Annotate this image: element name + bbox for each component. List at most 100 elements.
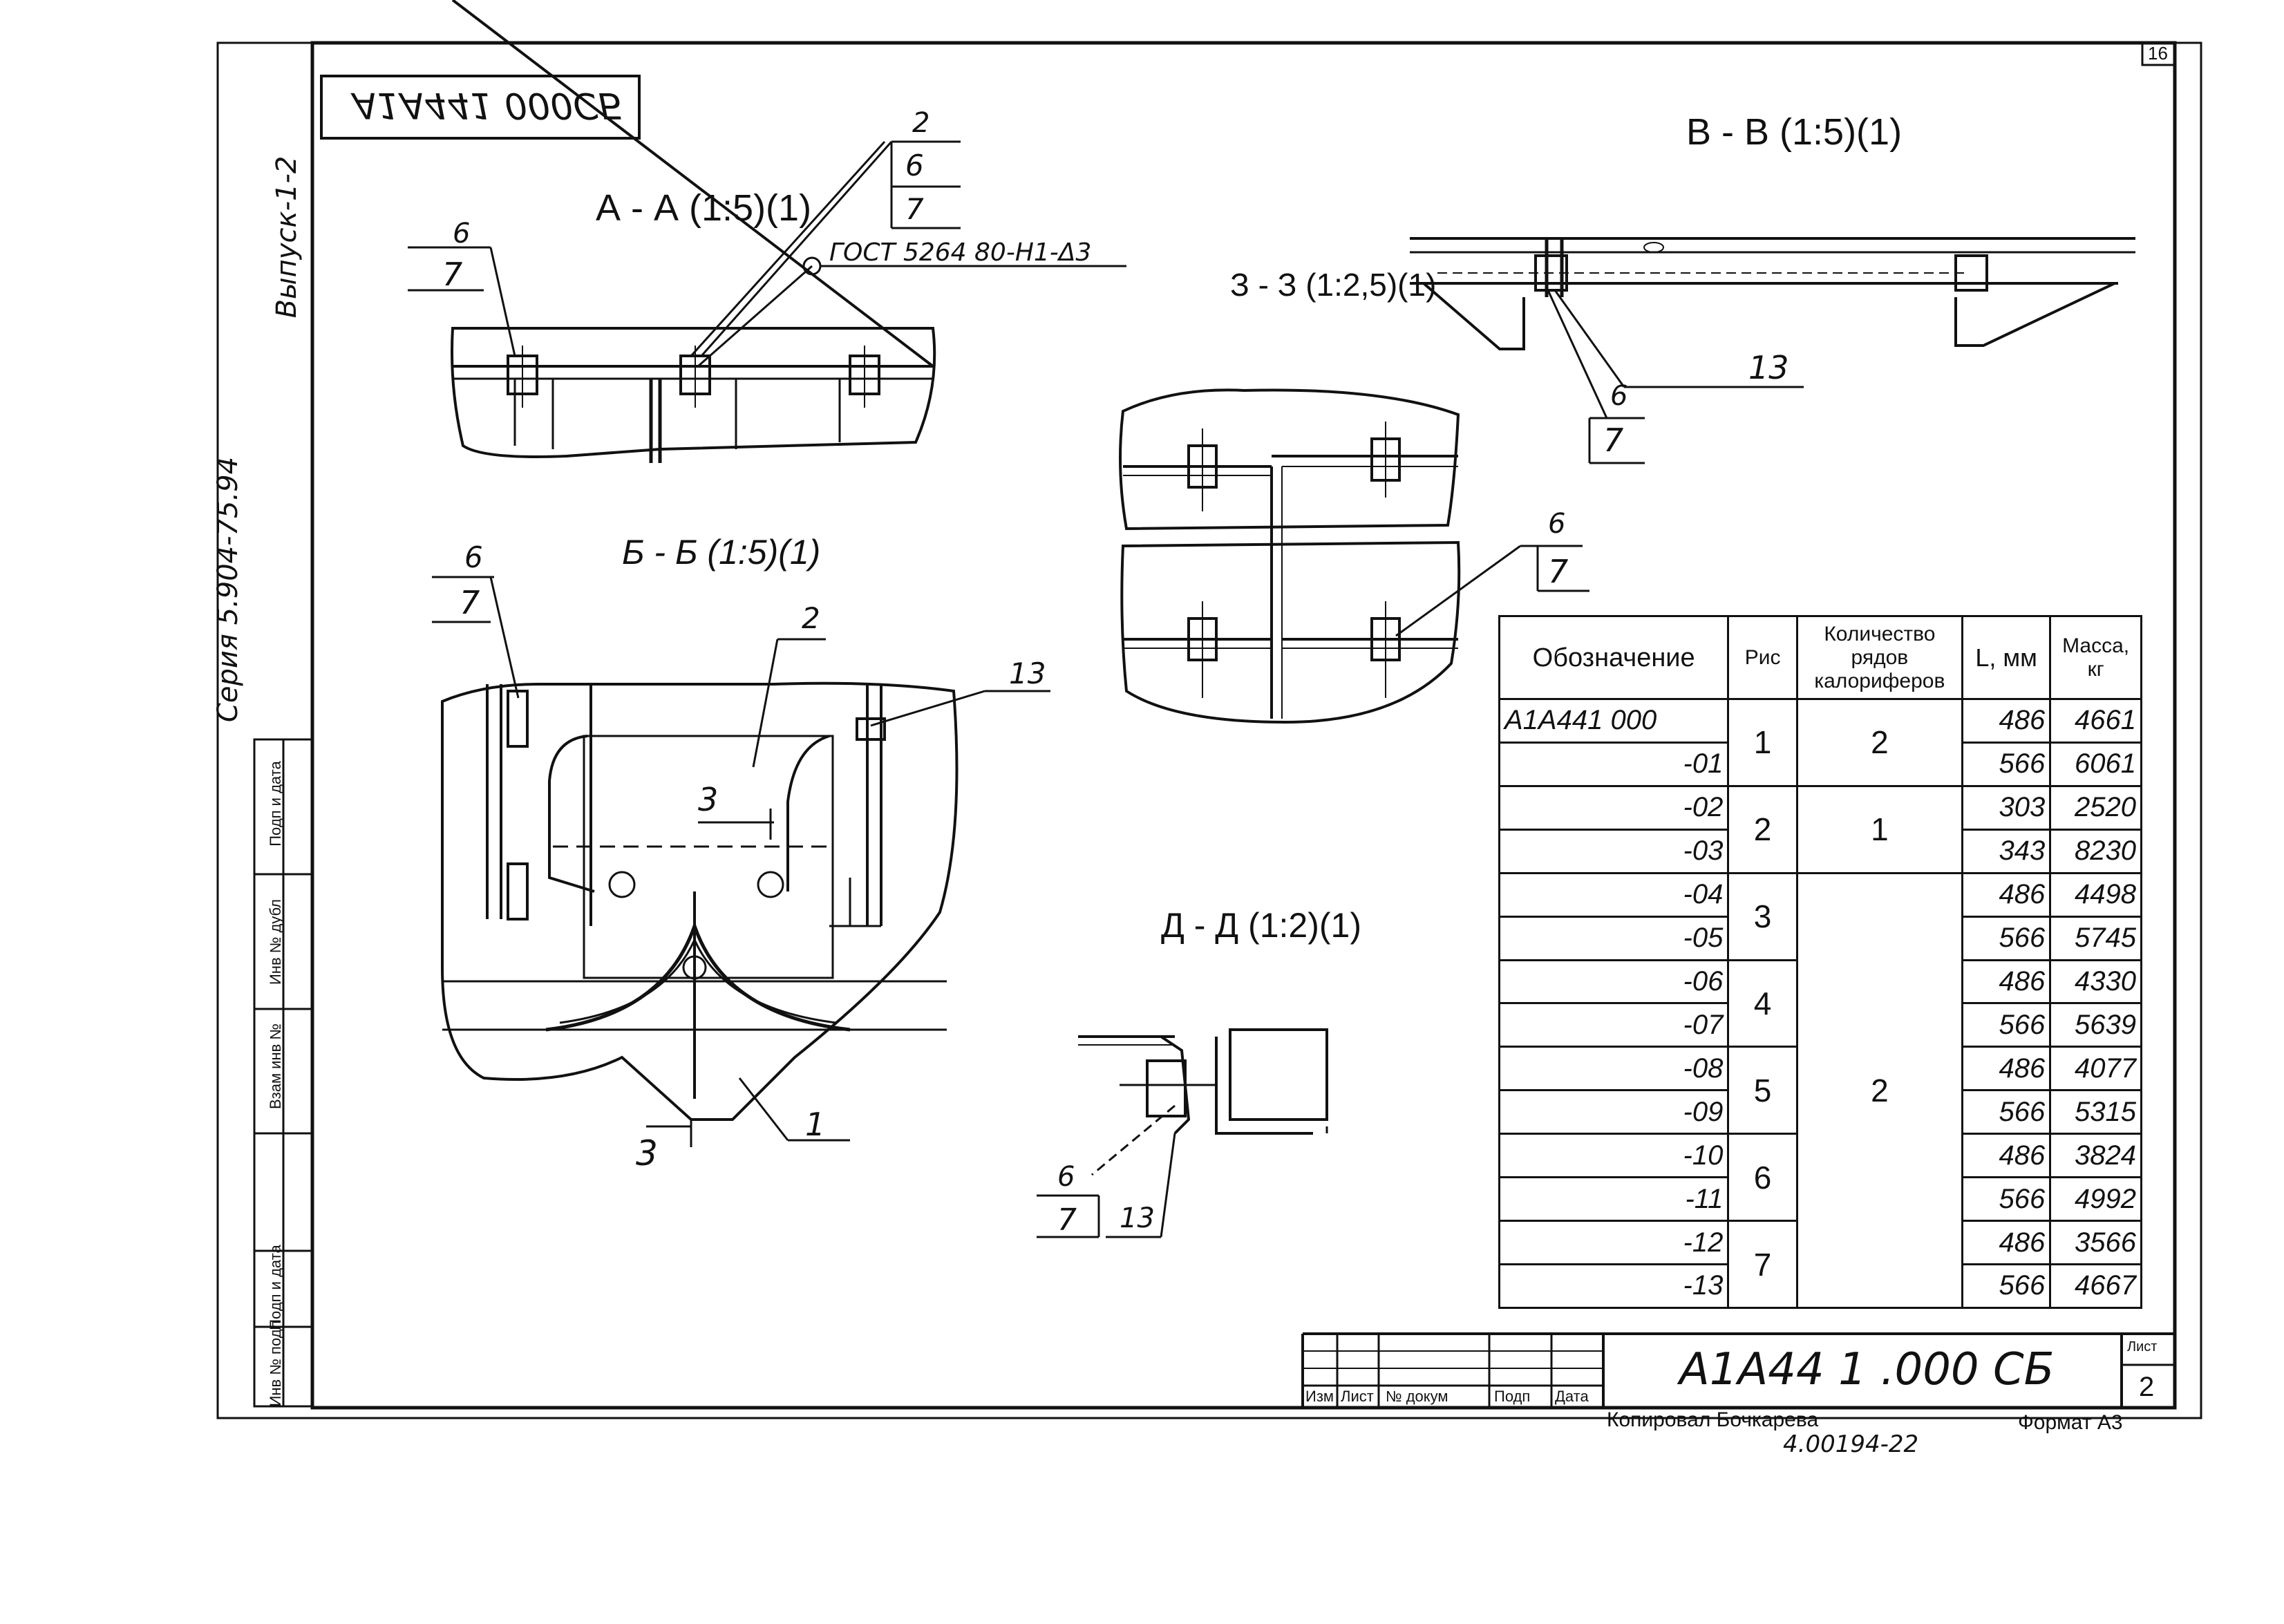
designation-cell: А1А441 000 (1498, 698, 1730, 744)
rows-cell: 1 (1795, 784, 1963, 874)
table-row: -02 2 1 303 2520 (1498, 784, 2142, 874)
mass-cell: 4330 (2049, 959, 2142, 1005)
L-cell: 566 (1961, 1263, 2052, 1310)
stamp-col-izm: Изм (1305, 1388, 1334, 1405)
callout-bb-left-7: 7 (460, 584, 480, 621)
mass-cell: 5639 (2049, 1002, 2142, 1048)
col-fig: Рис (1727, 615, 1798, 700)
stamp-col-sign: Подп (1494, 1388, 1531, 1405)
mass-cell: 4498 (2049, 871, 2142, 918)
code-box (320, 75, 641, 140)
L-cell: 486 (1961, 1046, 2052, 1092)
weld-note: ГОСТ 5264 80-Н1-Δ3 (829, 238, 1092, 267)
sheet-number: 2 (2139, 1372, 2155, 1402)
col-L: L, мм (1961, 615, 2052, 700)
archive-number: 4.00194-22 (1783, 1431, 1919, 1458)
L-cell: 566 (1961, 1176, 2052, 1222)
designation-cell: -09 (1498, 1089, 1730, 1135)
designation-cell: -04 (1498, 871, 1730, 918)
designation-cell: -03 (1498, 828, 1730, 874)
fig-cell: 4 (1727, 959, 1798, 1048)
fig-cell: 2 (1727, 784, 1798, 874)
table-row: -05 566 5745 (1498, 915, 2142, 961)
callout-aa-right-2: 2 (912, 107, 930, 139)
L-cell: 566 (1961, 741, 2052, 787)
callout-bb-pos2: 2 (802, 601, 820, 635)
designation-cell: -06 (1498, 959, 1730, 1005)
format-label: Формат А3 (2018, 1411, 2123, 1434)
designation-cell: -10 (1498, 1133, 1730, 1179)
designation-cell: -01 (1498, 741, 1730, 787)
table-row: -03 343 8230 (1498, 828, 2142, 874)
mass-cell: 4667 (2049, 1263, 2142, 1310)
stamp-col-list: Лист (1341, 1388, 1374, 1405)
side-strip-label-2: Подп и дата (267, 1245, 284, 1330)
view-dd (1037, 1028, 1328, 1238)
mass-cell: 2520 (2049, 784, 2142, 831)
col-designation: Обозначение (1498, 615, 1730, 700)
mass-cell: 5745 (2049, 915, 2142, 961)
section-mark-3-bottom: 3 (636, 1133, 658, 1173)
col-mass: Масса, кг (2049, 615, 2142, 700)
inner-frame (310, 41, 2177, 1410)
table-row: -09 566 5315 (1498, 1089, 2142, 1135)
callout-aa-left-7: 7 (442, 256, 463, 293)
table-row: -04 3 2 486 4498 (1498, 871, 2142, 1310)
callout-dd-6: 6 (1057, 1161, 1075, 1193)
fig-cell: 7 (1727, 1220, 1798, 1309)
sheet-label: Лист (2127, 1339, 2158, 1354)
view-vv-title: В - В (1:5)(1) (1686, 111, 1903, 153)
side-strip-label-5: Подп и дата (267, 761, 284, 847)
page-number: 16 (2148, 43, 2168, 64)
fig-cell: 3 (1727, 871, 1798, 961)
callout-bb-pos1: 1 (805, 1106, 826, 1143)
L-cell: 343 (1961, 828, 2052, 874)
L-cell: 486 (1961, 698, 2052, 744)
designation-cell: -12 (1498, 1220, 1730, 1265)
fig-cell: 5 (1727, 1046, 1798, 1135)
drawing-code-top: А1А441 000СБ (352, 84, 623, 126)
L-cell: 566 (1961, 1089, 2052, 1135)
L-cell: 486 (1961, 1220, 2052, 1265)
designation-cell: -13 (1498, 1263, 1730, 1310)
mass-cell: 4077 (2049, 1046, 2142, 1092)
callout-dd-7: 7 (1057, 1202, 1077, 1238)
table-row: -13 566 4667 (1498, 1263, 2142, 1310)
callout-zz-6: 6 (1610, 380, 1628, 412)
L-cell: 486 (1961, 1133, 2052, 1179)
designation-cell: -08 (1498, 1046, 1730, 1092)
mass-cell: 3566 (2049, 1220, 2142, 1265)
callout-aa-right-7: 7 (905, 192, 924, 226)
view-dd-title: Д - Д (1:2)(1) (1161, 906, 1361, 945)
mass-cell: 4661 (2049, 698, 2142, 744)
section-mark-3-top: 3 (698, 781, 719, 818)
drawing-code-stamp: А1А44 1 .000 СБ (1679, 1344, 2055, 1395)
issue-label: Выпуск-1-2 (271, 155, 303, 319)
callout-aa-right-6: 6 (905, 149, 924, 182)
fig-cell: 6 (1727, 1133, 1798, 1222)
mass-cell: 3824 (2049, 1133, 2142, 1179)
series-label: Серия 5.904-75.94 (212, 456, 244, 723)
table-row: -12 7 486 3566 (1498, 1220, 2142, 1309)
L-cell: 303 (1961, 784, 2052, 831)
L-cell: 486 (1961, 871, 2052, 918)
designation-cell: -11 (1498, 1176, 1730, 1222)
stamp-col-date: Дата (1555, 1388, 1589, 1405)
rows-cell: 2 (1795, 871, 1963, 1310)
L-cell: 486 (1961, 959, 2052, 1005)
callout-dd-13: 13 (1120, 1202, 1155, 1234)
callout-bb-left-6: 6 (464, 540, 483, 574)
callout-zz-7: 7 (1603, 422, 1624, 459)
mass-cell: 6061 (2049, 741, 2142, 787)
detail-mid (1119, 388, 1589, 724)
table-row: -06 4 486 4330 (1498, 959, 2142, 1048)
callout-detail-6: 6 (1548, 508, 1566, 540)
designation-cell: -02 (1498, 784, 1730, 831)
callout-bb-pos13: 13 (1009, 657, 1046, 690)
table-row: -10 6 486 3824 (1498, 1133, 2142, 1222)
L-cell: 566 (1961, 1002, 2052, 1048)
spec-table: Обозначение Рис Количество рядов калориф… (1498, 615, 2142, 1310)
table-row: -01 566 6061 (1498, 741, 2142, 787)
view-bb-title: Б - Б (1:5)(1) (622, 533, 821, 572)
callout-aa-left-6: 6 (453, 218, 471, 249)
